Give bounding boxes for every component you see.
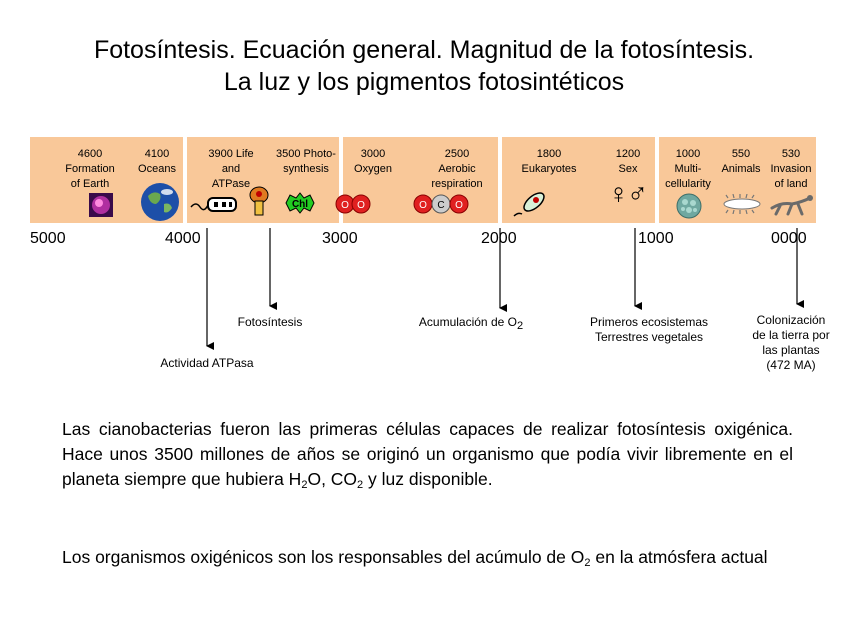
paragraph-cianobacterias: Las cianobacterias fueron las primeras c… <box>62 417 793 492</box>
annotation-line: (472 MA) <box>738 358 844 373</box>
annotation-fotosintesis: Fotosíntesis <box>228 315 312 330</box>
paragraph-organismos-oxigenicos: Los organismos oxigénicos son los respon… <box>62 545 793 570</box>
annotation-colonizacion: Colonización de la tierra por las planta… <box>738 313 844 373</box>
annotation-line: Terrestres vegetales <box>575 330 723 345</box>
annotation-line: Primeros ecosistemas <box>575 315 723 330</box>
paragraph-text: Los organismos oxigénicos son los respon… <box>62 547 584 567</box>
paragraph-text: y luz disponible. <box>363 469 492 489</box>
paragraph-text: O, CO <box>307 469 357 489</box>
annotation-line: las plantas <box>738 343 844 358</box>
annotation-line: de la tierra por <box>738 328 844 343</box>
annotation-line: Colonización <box>738 313 844 328</box>
annotation-acumulacion-o2: Acumulación de O2 <box>406 315 536 330</box>
subscript-2: 2 <box>517 320 523 332</box>
annotation-acumulacion-text: Acumulación de O <box>419 315 517 329</box>
paragraph-text: en la atmósfera actual <box>591 547 768 567</box>
annotation-actividad-atpasa: Actividad ATPasa <box>151 356 263 371</box>
annotation-primeros-ecosistemas: Primeros ecosistemas Terrestres vegetale… <box>575 315 723 345</box>
